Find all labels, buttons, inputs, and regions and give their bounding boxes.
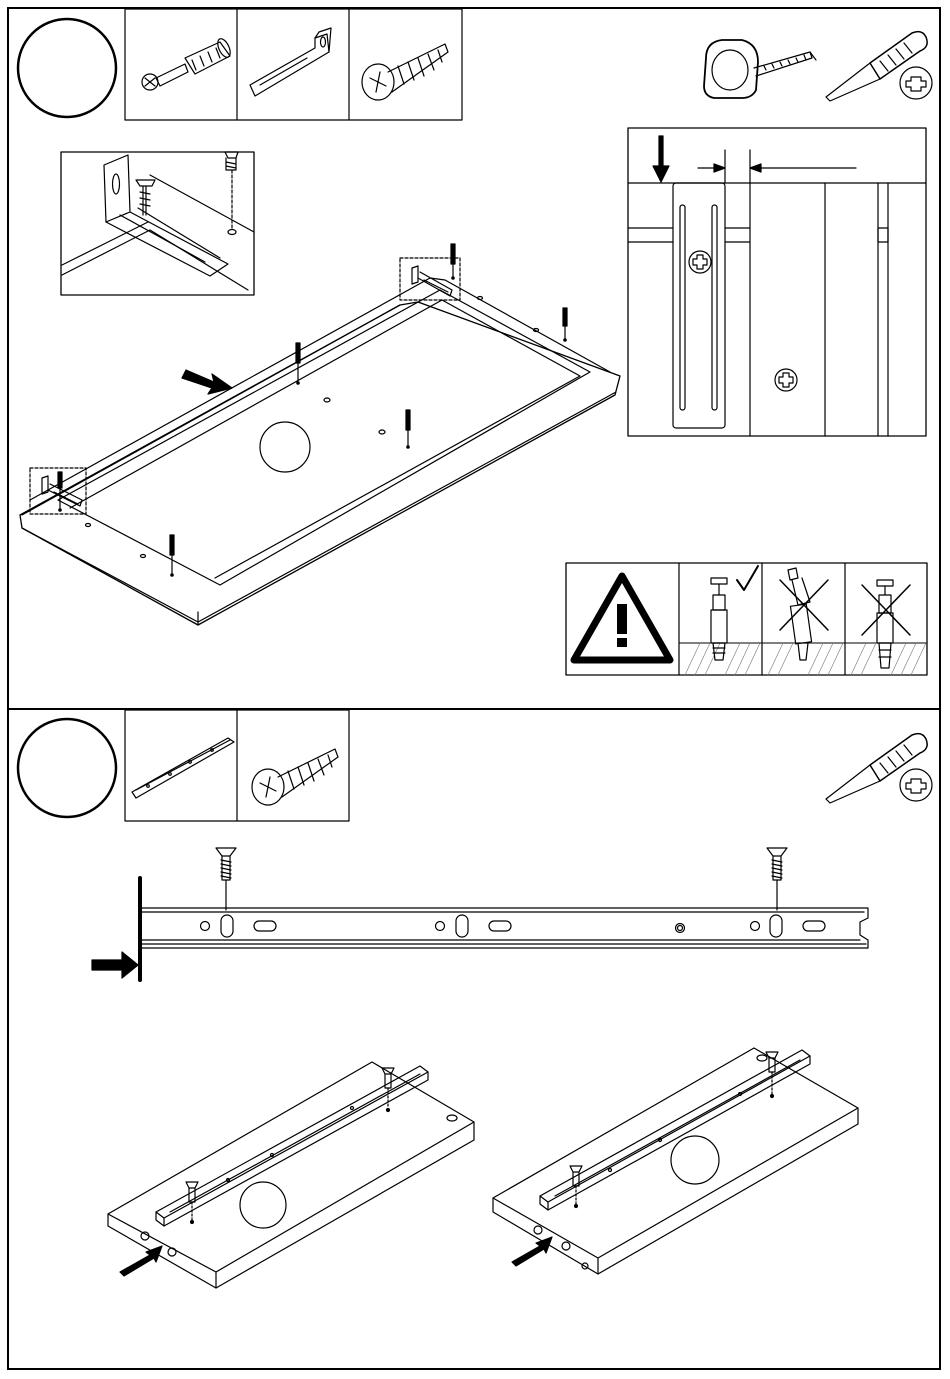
wood-screw-icon-2 <box>252 749 338 805</box>
dowel-incorrect-1 <box>780 568 828 660</box>
parts-box-step-1 <box>125 9 462 120</box>
dowel-incorrect-2 <box>862 580 910 668</box>
wood-screw-icon <box>362 44 448 100</box>
runner-side-view <box>92 848 868 980</box>
l-bracket-icon <box>250 28 331 96</box>
drawer-runner-icon <box>132 738 234 798</box>
tape-measure-icon <box>704 40 816 98</box>
measurement-detail-inset <box>628 128 926 436</box>
parts-box-step-2 <box>125 710 349 821</box>
drawer-side-left <box>108 1062 474 1288</box>
phillips-screwdriver-icon-2 <box>826 734 932 803</box>
step-2-circle <box>18 719 116 817</box>
dowel-correct <box>711 566 758 660</box>
cam-dowel-icon <box>142 37 233 90</box>
warning-panel <box>566 563 927 675</box>
bracket-detail-inset <box>61 152 254 295</box>
insert-arrow-icon <box>182 370 232 394</box>
step-1-circle <box>18 19 116 117</box>
dowel-markers <box>58 244 567 576</box>
drawer-side-right <box>493 1048 858 1274</box>
phillips-screwdriver-icon <box>826 32 932 101</box>
cabinet-top-panel <box>20 278 620 625</box>
